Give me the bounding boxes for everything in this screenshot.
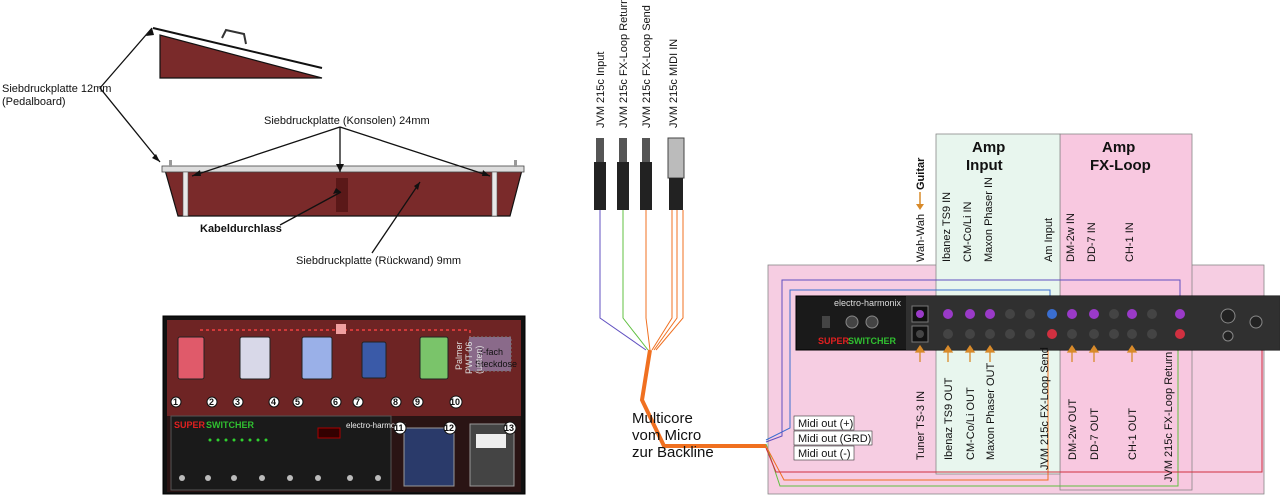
pedal-number-11: 11 <box>393 421 407 435</box>
pedal-numbers: 1 2 3 4 5 6 7 8 9 10 11 12 13 <box>170 395 517 435</box>
label-guitar: Guitar <box>915 157 927 190</box>
svg-text:11: 11 <box>394 423 404 433</box>
label-dd7-in: DD-7 IN <box>1086 222 1098 262</box>
label-dm2w-in: DM-2w IN <box>1065 213 1077 262</box>
floor-switcher: SWITCHER <box>206 420 254 430</box>
svg-text:4: 4 <box>271 397 276 407</box>
rack-super: SUPER <box>818 336 850 346</box>
amp-input-title-2: Input <box>966 157 1003 174</box>
svg-text:10: 10 <box>450 397 460 407</box>
label-am-input: Am Input <box>1043 218 1055 262</box>
svg-text:12: 12 <box>444 423 454 433</box>
pedalboard-top-view: 2-fach Steckdose Palmer PWT 06 (unten) S… <box>162 315 526 495</box>
rack-switcher: SWITCHER <box>848 336 896 346</box>
multicore-cable <box>639 349 766 448</box>
svg-text:3: 3 <box>235 397 240 407</box>
pedalboard-side-view <box>152 27 323 79</box>
amp-input-title-1: Amp <box>972 139 1005 156</box>
steckdose-line1: 2-fach <box>478 347 503 357</box>
jvm-fx-return-label: JVM 215c FX-Loop Return <box>618 0 630 128</box>
pedal-number-6: 6 <box>330 396 342 408</box>
pedal-number-9: 9 <box>412 396 424 408</box>
floor-super: SUPER <box>174 420 206 430</box>
jvm-fx-send-label: JVM 215c FX-Loop Send <box>641 5 653 128</box>
label-ch1-in: CH-1 IN <box>1124 222 1136 262</box>
label-phaser-in: Maxon Phaser IN <box>983 177 995 262</box>
pedal-number-1: 1 <box>170 396 182 408</box>
amp-fx-title-1: Amp <box>1102 139 1135 156</box>
svg-text:2: 2 <box>209 397 214 407</box>
pedal-number-7: 7 <box>352 396 364 408</box>
label-ch1-out: CH-1 OUT <box>1127 408 1139 460</box>
plug-fx-return <box>617 138 629 210</box>
pedal-number-10: 10 <box>449 395 463 409</box>
svg-text:1: 1 <box>173 397 178 407</box>
palmer-line2: PWT 06 <box>464 342 474 374</box>
pedal-number-4: 4 <box>268 396 280 408</box>
label-ts9-out: Ibenaz TS9 OUT <box>943 377 955 460</box>
rack-superswitcher: electro-harmonix SUPER SWITCHER <box>795 295 1280 351</box>
svg-text:9: 9 <box>415 397 420 407</box>
svg-text:5: 5 <box>295 397 300 407</box>
multicore-label: Multicore vom Micro zur Backline <box>632 410 714 461</box>
svg-text:zur Backline: zur Backline <box>632 444 714 461</box>
amp-fx-title-2: FX-Loop <box>1090 157 1151 174</box>
label-dd7-out: DD-7 OUT <box>1089 408 1101 460</box>
pedal-number-5: 5 <box>292 396 304 408</box>
label-tuner-in: Tuner TS-3 IN <box>915 391 927 460</box>
pedal-number-13: 13 <box>503 421 517 435</box>
palmer-line1: Palmer <box>454 341 464 370</box>
plug-fx-send <box>640 138 652 210</box>
arrow-heads <box>146 28 490 194</box>
svg-text:8: 8 <box>393 397 398 407</box>
floor-ehx-brand: electro-harmonix <box>346 421 406 430</box>
jvm-midi-in-label: JVM 215c MIDI IN <box>668 39 680 128</box>
label-cmcoli-in: CM-Co/Li IN <box>962 201 974 262</box>
plug-input <box>594 138 606 210</box>
jvm-cables <box>599 210 684 351</box>
svg-text:13: 13 <box>504 423 514 433</box>
label-pedalboard-line2: (Pedalboard) <box>2 96 66 108</box>
palmer-line3: (unten) <box>474 345 484 374</box>
label-konsolen: Siebdruckplatte (Konsolen) 24mm <box>264 115 430 127</box>
pedalboard-front-view <box>161 160 525 217</box>
label-fx-return: JVM 215c FX-Loop Return <box>1163 352 1175 482</box>
label-ts9-in: Ibanez TS9 IN <box>941 192 953 262</box>
bottom-jack-labels: Tuner TS-3 IN Ibenaz TS9 OUT CM-Co/Li OU… <box>915 347 1175 482</box>
label-pedalboard-line1: Siebdruckplatte 12mm <box>2 83 111 95</box>
pedal-number-3: 3 <box>232 396 244 408</box>
jvm-input-label: JVM 215c Input <box>595 52 607 128</box>
pedal-number-8: 8 <box>390 396 402 408</box>
zone-titles: Amp Input Amp FX-Loop <box>966 139 1151 174</box>
svg-text:vom Micro: vom Micro <box>632 427 701 444</box>
label-fx-send: JVM 215c FX-Loop Send <box>1039 347 1051 470</box>
midi-labels: Midi out (+) Midi out (GRD) Midi out (-) <box>793 415 873 461</box>
pedal-number-2: 2 <box>206 396 218 408</box>
label-kabeldurchlass: Kabeldurchlass <box>200 223 282 235</box>
jvm-plugs <box>594 137 685 210</box>
svg-text:Multicore: Multicore <box>632 410 693 427</box>
plug-midi <box>667 137 685 210</box>
svg-text:7: 7 <box>355 397 360 407</box>
pedal-number-12: 12 <box>443 421 457 435</box>
label-rueckwand: Siebdruckplatte (Rückwand) 9mm <box>296 255 461 267</box>
midi-grd: Midi out (GRD) <box>798 433 871 445</box>
midi-minus: Midi out (-) <box>798 448 851 460</box>
guitar-arrow <box>916 192 924 210</box>
label-dm2w-out: DM-2w OUT <box>1067 399 1079 460</box>
label-wah-wah: Wah-Wah <box>915 214 927 262</box>
send-arrows <box>914 344 1138 362</box>
svg-text:6: 6 <box>333 397 338 407</box>
label-phaser-out: Maxon Phaser OUT <box>985 363 997 460</box>
rack-brand: electro-harmonix <box>834 298 902 308</box>
jvm-connector-labels: JVM 215c Input JVM 215c FX-Loop Return J… <box>595 0 680 128</box>
midi-plus: Midi out (+) <box>798 418 853 430</box>
label-cmcoli-out: CM-Co/Li OUT <box>965 387 977 460</box>
rack-jacks <box>911 305 1263 343</box>
steckdose-line2: Steckdose <box>475 359 517 369</box>
top-jack-labels: Wah-Wah Ibanez TS9 IN CM-Co/Li IN Maxon … <box>915 157 1136 262</box>
